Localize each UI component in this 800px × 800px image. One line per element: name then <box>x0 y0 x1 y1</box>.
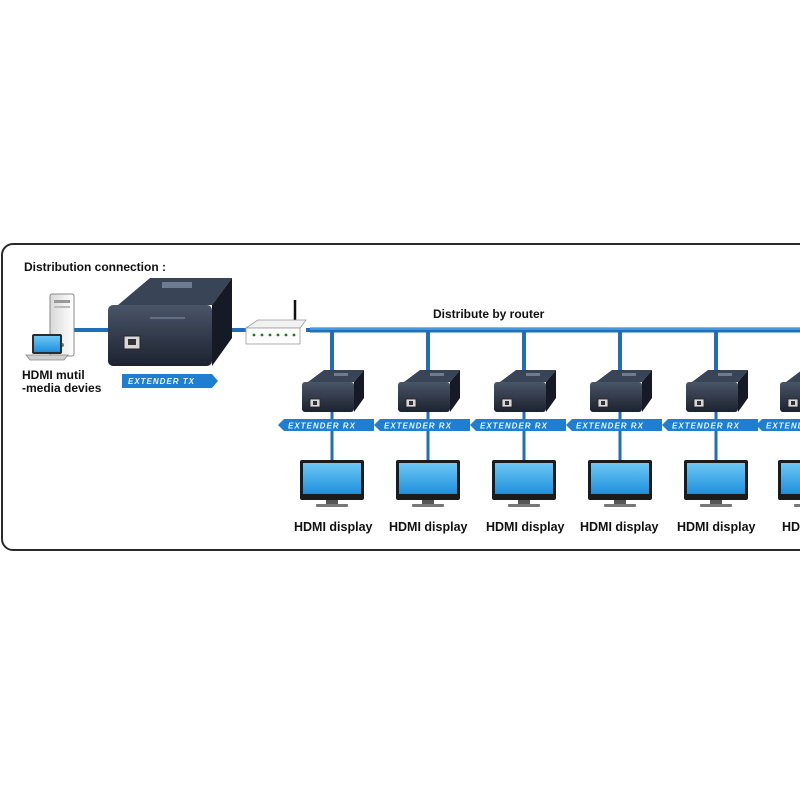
rx-extender-icon <box>590 370 652 412</box>
receiver-branch: EXTENDER RX <box>756 371 800 507</box>
monitor-icon <box>778 460 800 507</box>
receiver-branch: EXTENDER RX <box>662 330 758 507</box>
tx-tag: EXTENDER TX <box>122 374 218 388</box>
display-label: HDMI display <box>782 520 800 534</box>
monitor-icon <box>396 460 460 507</box>
display-label: HDMI display <box>389 520 468 534</box>
rx-extender-icon <box>302 370 364 412</box>
diagram-title: Distribution connection : <box>24 260 166 274</box>
rx-tag-label: EXTENDER RX <box>384 422 452 431</box>
receiver-branch: EXTENDER RX <box>566 330 662 507</box>
rx-tag-label: EXTENDER RX <box>672 422 740 431</box>
rx-tag-label: EXTENDER RX <box>766 422 800 431</box>
rx-tag: EXTENDER RX <box>278 419 374 431</box>
rx-extender-icon <box>780 371 800 412</box>
rx-tag: EXTENDER RX <box>566 419 662 431</box>
monitor-icon <box>300 460 364 507</box>
receiver-branch: EXTENDER RX <box>470 330 566 507</box>
rx-extender-icon <box>494 370 556 412</box>
router-label: Distribute by router <box>433 307 545 321</box>
display-label: HDMI display <box>486 520 565 534</box>
rx-extender-icon <box>686 370 748 412</box>
receiver-branch: EXTENDER RX <box>278 330 374 507</box>
source-devices <box>25 293 75 361</box>
display-label: HDMI display <box>580 520 659 534</box>
tx-extender-icon <box>108 278 232 366</box>
display-label: HDMI display <box>294 520 373 534</box>
rx-tag: EXTENDER RX <box>374 419 470 431</box>
transmitter-unit: EXTENDER TX <box>108 278 232 388</box>
rx-tag-label: EXTENDER RX <box>480 422 548 431</box>
laptop-icon <box>25 334 69 361</box>
router-icon <box>244 300 307 345</box>
display-label: HDMI display <box>677 520 756 534</box>
rx-tag: EXTENDER RX <box>470 419 566 431</box>
monitor-icon <box>684 460 748 507</box>
rx-tag: EXTENDER RX <box>662 419 758 431</box>
monitor-icon <box>588 460 652 507</box>
rx-tag: EXTENDER RX <box>756 419 800 431</box>
source-label-line1: HDMI mutil <box>22 368 85 382</box>
rx-tag-label: EXTENDER RX <box>576 422 644 431</box>
source-label-line2: -media devies <box>22 381 102 395</box>
monitor-icon <box>492 460 556 507</box>
rx-extender-icon <box>398 370 460 412</box>
tx-tag-label: EXTENDER TX <box>128 377 195 386</box>
router <box>244 300 307 345</box>
receiver-units: EXTENDER RX EXTENDER RX EXTENDER RX EXTENDE… <box>278 330 800 507</box>
rx-tag-label: EXTENDER RX <box>288 422 356 431</box>
receiver-branch: EXTENDER RX <box>374 330 470 507</box>
